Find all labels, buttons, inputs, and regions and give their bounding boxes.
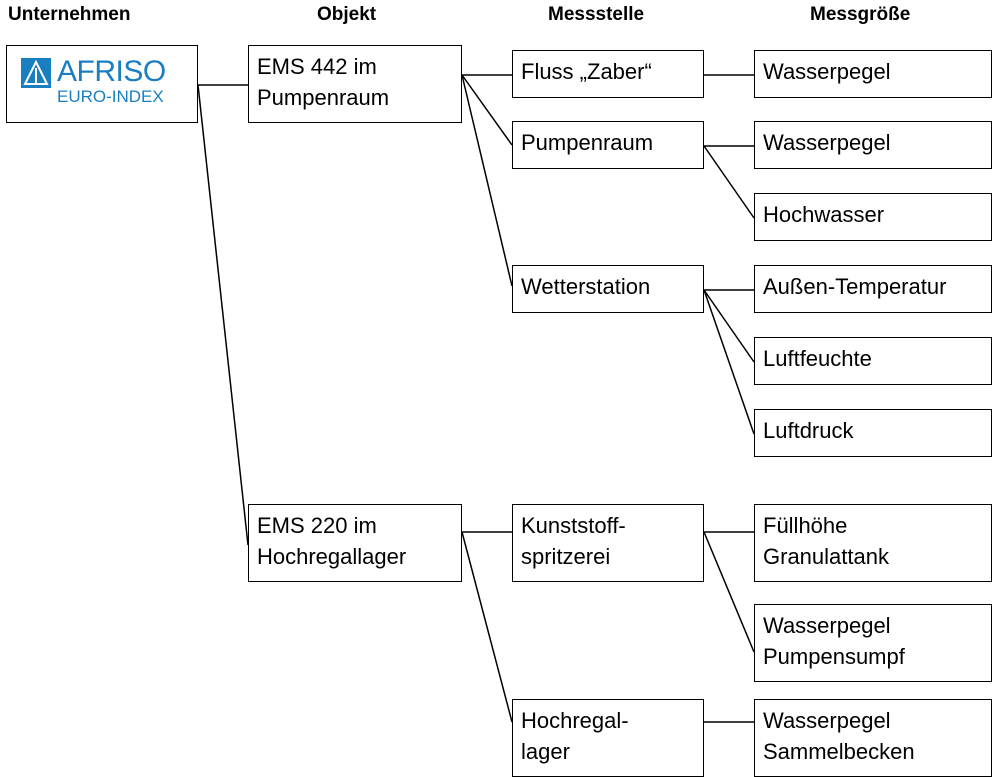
measurand-9-line1: Wasserpegel xyxy=(763,708,891,733)
measurand-8-line1: Wasserpegel xyxy=(763,613,891,638)
point-box-3: Wetterstation xyxy=(512,265,704,313)
measurand-box-8: Wasserpegel Pumpensumpf xyxy=(754,604,992,682)
point-box-5: Hochregal- lager xyxy=(512,699,704,777)
measurand-9-line2: Sammelbecken xyxy=(763,739,915,764)
measurand-box-4: Außen-Temperatur xyxy=(754,265,992,313)
point-box-4: Kunststoff- spritzerei xyxy=(512,504,704,582)
connector-object1-point3 xyxy=(461,74,513,287)
measurand-1-line1: Wasserpegel xyxy=(763,59,891,84)
measurand-7-line2: Granulattank xyxy=(763,544,889,569)
point-box-2: Pumpenraum xyxy=(512,121,704,169)
object-1-line1: EMS 442 im xyxy=(257,54,377,79)
logo-triangle-icon xyxy=(21,58,51,88)
measurand-4-line1: Außen-Temperatur xyxy=(763,274,947,299)
connector-object2-point5 xyxy=(461,531,513,723)
measurand-box-6: Luftdruck xyxy=(754,409,992,457)
object-box-2: EMS 220 im Hochregallager xyxy=(248,504,462,582)
logo-sub: EURO-INDEX xyxy=(57,87,164,106)
measurand-3-line1: Hochwasser xyxy=(763,202,885,227)
measurand-box-7: Füllhöhe Granulattank xyxy=(754,504,992,582)
connector-point4-measurand8 xyxy=(703,531,755,653)
point-4-line1: Kunststoff- xyxy=(521,513,626,538)
connector-point2-measurand3 xyxy=(703,145,755,219)
measurand-box-9: Wasserpegel Sammelbecken xyxy=(754,699,992,777)
header-measuring-point: Messstelle xyxy=(548,4,645,25)
connector-point3-measurand5 xyxy=(703,289,755,363)
logo-brand: AFRISO xyxy=(57,55,166,88)
measurand-5-line1: Luftfeuchte xyxy=(763,346,872,371)
point-2-line1: Pumpenraum xyxy=(521,130,654,155)
measurand-box-3: Hochwasser xyxy=(754,193,992,241)
measurand-2-line1: Wasserpegel xyxy=(763,130,891,155)
connector-logo-object2 xyxy=(197,84,249,546)
measurand-7-line1: Füllhöhe xyxy=(763,513,848,538)
object-1-line2: Pumpenraum xyxy=(257,85,390,110)
point-5-line2: lager xyxy=(521,739,570,764)
connector-object1-point2 xyxy=(461,74,513,146)
object-box-1: EMS 442 im Pumpenraum xyxy=(248,45,462,123)
measurand-box-5: Luftfeuchte xyxy=(754,337,992,385)
point-5-line1: Hochregal- xyxy=(521,708,629,733)
point-3-line1: Wetterstation xyxy=(521,274,651,299)
header-company: Unternehmen xyxy=(8,4,131,25)
object-2-line2: Hochregallager xyxy=(257,544,407,569)
header-object: Objekt xyxy=(317,4,377,25)
object-2-line1: EMS 220 im xyxy=(257,513,377,538)
measurand-8-line2: Pumpensumpf xyxy=(763,644,905,669)
afriso-logo: AFRISO EURO-INDEX xyxy=(6,45,198,123)
point-4-line2: spritzerei xyxy=(521,544,611,569)
point-1-line1: Fluss „Zaber“ xyxy=(521,59,652,84)
measurand-box-1: Wasserpegel xyxy=(754,50,992,98)
measurand-6-line1: Luftdruck xyxy=(763,418,854,443)
header-measurand: Messgröße xyxy=(810,4,911,25)
measurand-box-2: Wasserpegel xyxy=(754,121,992,169)
connector-point3-measurand6 xyxy=(703,289,755,435)
point-box-1: Fluss „Zaber“ xyxy=(512,50,704,98)
